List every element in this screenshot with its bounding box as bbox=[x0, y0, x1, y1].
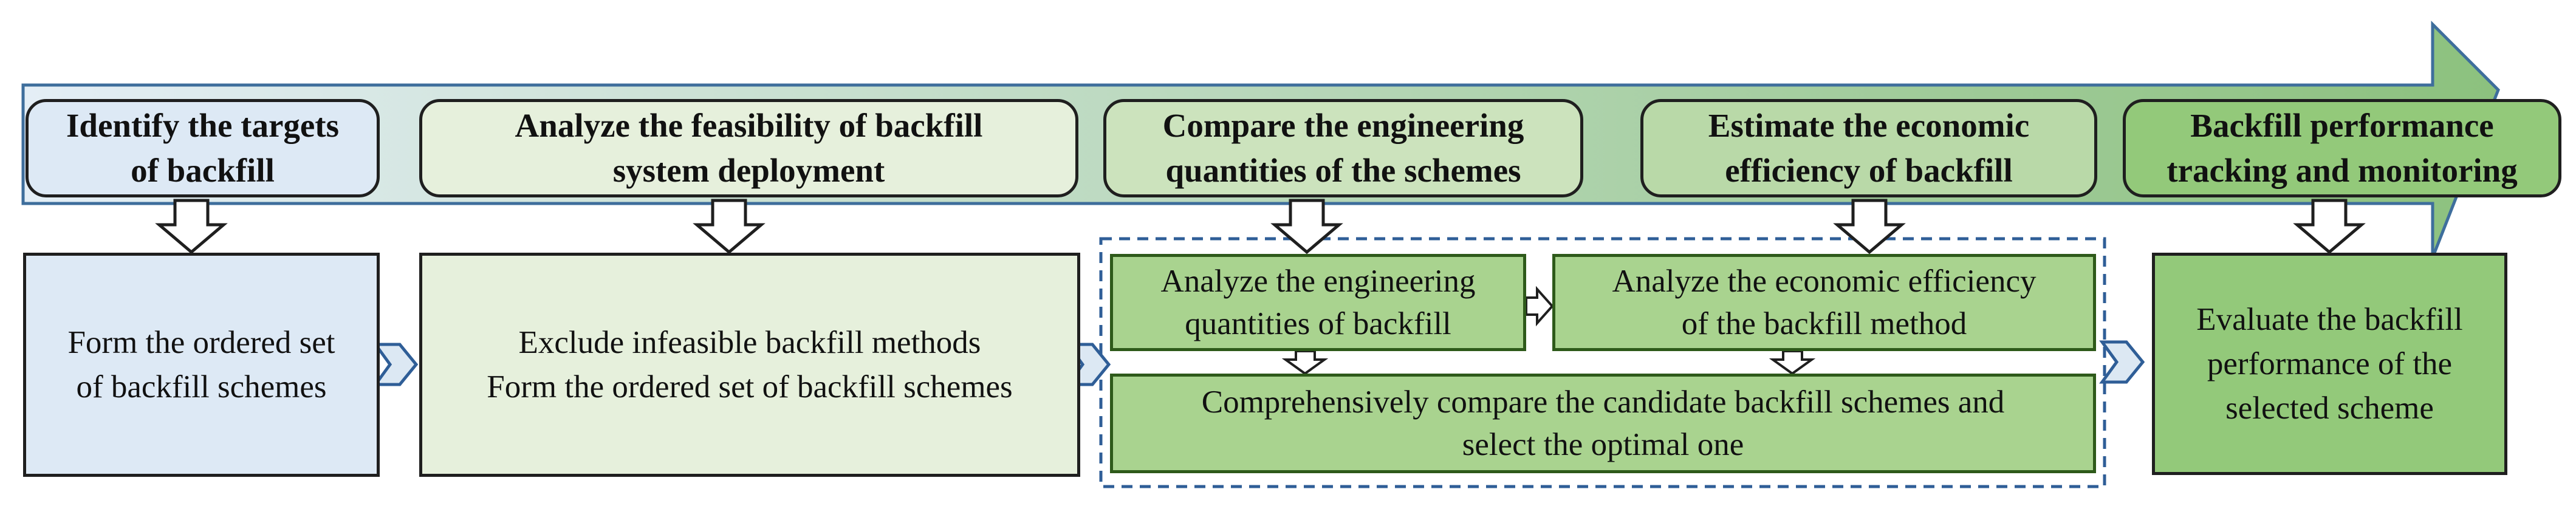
stage-label: Compare the engineering quantities of th… bbox=[1162, 107, 1524, 189]
down-arrow-1 bbox=[155, 199, 228, 255]
stage-label: Analyze the feasibility of backfill syst… bbox=[515, 107, 983, 189]
subprocess-analyze-quantities: Analyze the engineering quantities of ba… bbox=[1110, 254, 1526, 351]
process-label: Exclude infeasible backfill methods Form… bbox=[487, 324, 1013, 405]
chevron-right-icon bbox=[372, 343, 419, 386]
small-down-arrow-right bbox=[1769, 350, 1816, 375]
stage-analyze-feasibility: Analyze the feasibility of backfill syst… bbox=[419, 99, 1078, 197]
process-evaluate-performance: Evaluate the backfill performance of the… bbox=[2152, 253, 2507, 475]
stage-label: Estimate the economic efficiency of back… bbox=[1708, 107, 2030, 189]
small-right-arrow bbox=[1525, 285, 1554, 327]
subprocess-compare-candidates: Comprehensively compare the candidate ba… bbox=[1110, 374, 2096, 473]
subprocess-label: Analyze the economic efficiency of the b… bbox=[1612, 264, 2036, 341]
subprocess-label: Comprehensively compare the candidate ba… bbox=[1201, 385, 2005, 462]
stage-performance-tracking: Backfill performance tracking and monito… bbox=[2123, 99, 2561, 197]
process-form-ordered-set: Form the ordered set of backfill schemes bbox=[23, 253, 380, 477]
stage-label: Identify the targets of backfill bbox=[66, 107, 340, 189]
chevron-right-icon bbox=[2099, 340, 2145, 384]
stage-estimate-economic: Estimate the economic efficiency of back… bbox=[1640, 99, 2097, 197]
stage-identify-targets: Identify the targets of backfill bbox=[26, 99, 380, 197]
small-down-arrow-left bbox=[1281, 350, 1329, 375]
process-label: Evaluate the backfill performance of the… bbox=[2196, 301, 2463, 426]
down-arrow-2 bbox=[693, 199, 766, 255]
subprocess-label: Analyze the engineering quantities of ba… bbox=[1160, 264, 1476, 341]
down-arrow-3 bbox=[1270, 199, 1343, 255]
stage-compare-quantities: Compare the engineering quantities of th… bbox=[1103, 99, 1583, 197]
stage-label: Backfill performance tracking and monito… bbox=[2167, 107, 2518, 189]
process-exclude-infeasible: Exclude infeasible backfill methods Form… bbox=[419, 253, 1080, 477]
down-arrow-4 bbox=[1833, 199, 1906, 255]
down-arrow-5 bbox=[2293, 199, 2366, 255]
process-label: Form the ordered set of backfill schemes bbox=[67, 324, 335, 405]
subprocess-analyze-economic: Analyze the economic efficiency of the b… bbox=[1552, 254, 2096, 351]
